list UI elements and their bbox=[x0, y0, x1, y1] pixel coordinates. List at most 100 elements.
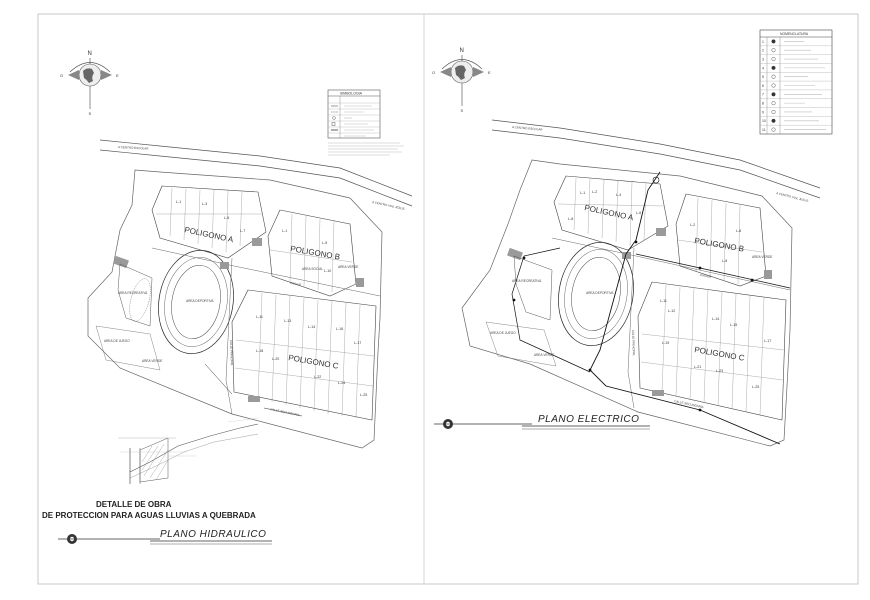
polygon-a-label-r: POLIGONO A bbox=[584, 203, 635, 222]
road-label-right-r: A CENTRO VIAL JESUS bbox=[776, 191, 809, 203]
nomenclature-symbol-icon bbox=[771, 57, 776, 62]
sheet-border bbox=[37, 13, 859, 585]
street-label-1-r: CALLE PRINCIPAL bbox=[631, 330, 636, 356]
compass-north-r: N bbox=[460, 48, 464, 54]
side-areas-right: AREA RECREATIVA AREA DE JUEGO AREA VERDE bbox=[485, 255, 557, 367]
compass-south: S bbox=[89, 111, 92, 116]
polygon-b-label-r: POLIGONO B bbox=[694, 236, 745, 254]
lot-c-14-r: L-14 bbox=[712, 317, 719, 321]
lot-c-14: L-14 bbox=[308, 325, 315, 329]
nomenclature-symbol-icon bbox=[771, 92, 776, 97]
lot-c-11: L-11 bbox=[256, 315, 263, 319]
pole-icon bbox=[698, 408, 702, 412]
lot-c-24: L-24 bbox=[338, 381, 345, 385]
street-label-1: CALLE PRINCIPAL bbox=[229, 340, 234, 366]
lot-c-18: L-18 bbox=[256, 349, 263, 353]
electric-network bbox=[511, 171, 791, 445]
road-label-top: A CENTRO ESCOLAR bbox=[118, 145, 150, 151]
area-green-left-r: AREA VERDE bbox=[534, 353, 554, 357]
protection-works-detail bbox=[118, 417, 259, 484]
nomenclature-number: 7 bbox=[762, 93, 764, 97]
nomenclature-symbol-icon bbox=[771, 109, 776, 114]
area-green-b: AREA VERDE bbox=[338, 265, 358, 269]
nomenclature-symbol-icon bbox=[771, 101, 776, 106]
pole-icon bbox=[750, 278, 754, 282]
polygon-a-right: POLIGONO A L-1 L-2 L-4 L-6 L-8 bbox=[553, 175, 669, 251]
compass-rose-left: N O E S bbox=[60, 51, 119, 116]
nomenclature-number: 1 bbox=[762, 40, 764, 44]
area-sports-r: AREA DEPORTIVA bbox=[586, 291, 614, 295]
lot-a-1: L-1 bbox=[176, 200, 181, 204]
lot-b-10: L-10 bbox=[324, 269, 331, 273]
nomenclature-symbol-icon bbox=[771, 127, 776, 132]
site-boundary-left bbox=[87, 169, 383, 449]
nomenclature-number: 10 bbox=[762, 119, 766, 123]
lot-c-15-r: L-15 bbox=[730, 323, 737, 327]
legend-rows bbox=[328, 102, 380, 137]
internal-streets-right: CALLE PRINCIPAL CALLE SECUNDARIA PASAJE bbox=[507, 228, 791, 409]
nomenclature-symbol-icon bbox=[771, 83, 776, 88]
polygon-c-label: POLIGONO C bbox=[288, 353, 340, 371]
plan-title-hydraulic: PLANO HIDRAULICO bbox=[160, 529, 266, 540]
polygon-a-label: POLIGONO A bbox=[184, 225, 235, 244]
nomenclature-number: 8 bbox=[762, 102, 764, 106]
lot-c-17-r: L-17 bbox=[764, 339, 771, 343]
lot-a-3: L-3 bbox=[202, 202, 207, 206]
detail-title-line2: DE PROTECCION PARA AGUAS LLUVIAS A QUEBR… bbox=[42, 511, 256, 520]
detail-title-line1: DETALLE DE OBRA bbox=[96, 500, 172, 509]
compass-east-r: E bbox=[488, 70, 491, 75]
lot-c-20: L-20 bbox=[272, 357, 279, 361]
area-play-r: AREA DE JUEGO bbox=[490, 331, 516, 335]
nomenclature-symbol-icon bbox=[771, 65, 776, 70]
site-boundary-right bbox=[461, 159, 793, 447]
nomenclature-symbol-icon bbox=[771, 39, 776, 44]
continent-shape bbox=[83, 68, 94, 83]
legend-notes bbox=[328, 142, 404, 156]
nomenclature-number: 4 bbox=[762, 66, 764, 70]
lot-c-25: L-25 bbox=[360, 393, 367, 397]
nomenclature-number: 9 bbox=[762, 110, 764, 114]
road-label-right: A CENTRO VIAL JESUS bbox=[372, 200, 405, 211]
area-green-left: AREA VERDE bbox=[142, 359, 162, 363]
street-label-3-r: PASAJE bbox=[700, 273, 712, 279]
transformer-icon bbox=[652, 176, 660, 184]
lot-c-21-r: L-21 bbox=[694, 365, 701, 369]
lot-c-19-r: L-19 bbox=[662, 341, 669, 345]
nomenclature-number: 5 bbox=[762, 75, 764, 79]
nomenclature-table: NOMENCLATURA bbox=[759, 29, 833, 135]
internal-streets-left: CALLE PRINCIPAL CALLE SECUNDARIA PASAJE bbox=[113, 238, 381, 417]
lot-c-12-r: L-12 bbox=[668, 309, 675, 313]
area-green-b-r: AREA VERDE bbox=[752, 255, 772, 259]
lot-b-8-r: L-8 bbox=[722, 259, 727, 263]
polygon-a-left: POLIGONO A L-1 L-3 L-5 L-7 bbox=[151, 185, 267, 259]
road-label-top-r: A CENTRO ESCOLAR bbox=[512, 125, 544, 132]
lot-b-1: L-1 bbox=[282, 229, 287, 233]
lot-c-22: L-22 bbox=[314, 375, 321, 379]
left-sheet-hydraulic: N O E S SIMBOLOGIA bbox=[42, 51, 413, 545]
compass-west-r: O bbox=[432, 70, 435, 75]
nomenclature-title: NOMENCLATURA bbox=[780, 32, 809, 36]
area-play: AREA DE JUEGO bbox=[104, 339, 130, 343]
compass-east: E bbox=[116, 73, 119, 78]
nomenclature-symbol-icon bbox=[771, 74, 776, 79]
lot-c-17: L-17 bbox=[354, 341, 361, 345]
compass-wings bbox=[68, 70, 112, 80]
polygon-c-right: POLIGONO C L-11 L-12 L-14 L-15 L-17 L-19… bbox=[637, 281, 787, 421]
lot-a-8-r: L-8 bbox=[568, 217, 573, 221]
pole-icon bbox=[522, 256, 526, 260]
compass-rose-right: N O E S bbox=[432, 48, 491, 113]
lot-a-2-r: L-2 bbox=[592, 190, 597, 194]
access-road-left: A CENTRO ESCOLAR A CENTRO VIAL JESUS bbox=[99, 139, 413, 211]
lot-c-13: L-13 bbox=[284, 319, 291, 323]
legend-table-left: SIMBOLOGIA bbox=[327, 89, 404, 156]
side-areas-left: AREA RECREATIVA AREA DE JUEGO AREA VERDE bbox=[95, 263, 162, 371]
street-label-2-r: CALLE SECUNDARIA bbox=[674, 399, 704, 409]
compass-arch bbox=[69, 62, 111, 73]
lot-a-6-r: L-6 bbox=[636, 211, 641, 215]
pole-icon bbox=[512, 298, 516, 302]
stadium-track-left: AREA DEPORTIVA bbox=[158, 249, 234, 355]
lot-b-2-r: L-2 bbox=[690, 223, 695, 227]
lot-b-5: L-5 bbox=[322, 241, 327, 245]
